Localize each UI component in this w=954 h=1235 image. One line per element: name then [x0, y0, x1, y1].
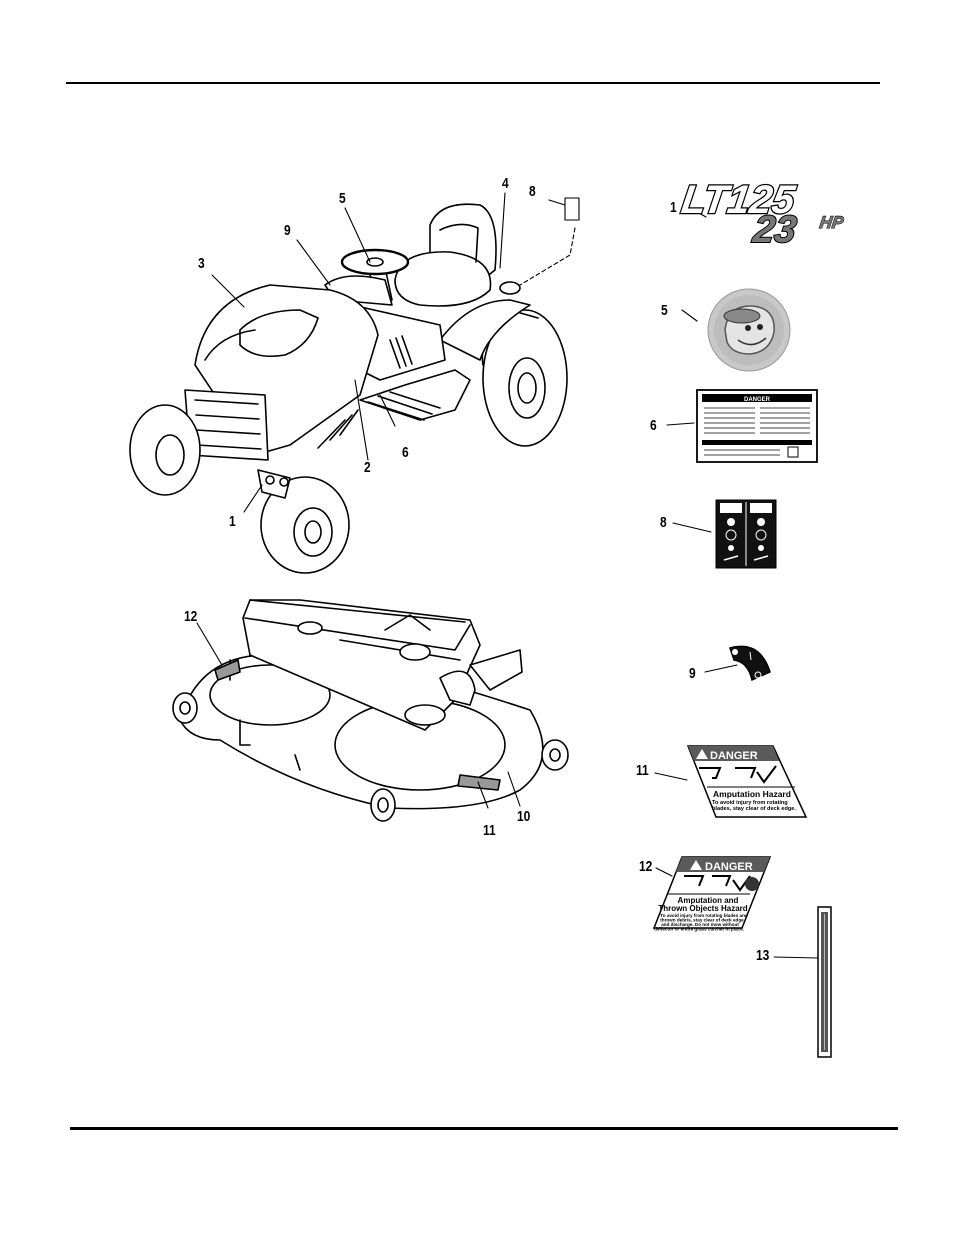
callout-decal-13: 13: [756, 947, 770, 964]
danger-12-title-2: Thrown Objects Hazard: [658, 904, 747, 913]
callout-decal-12: 12: [639, 858, 653, 875]
callout-decal-8: 8: [660, 514, 667, 531]
decal-leader-lines: [654, 207, 819, 959]
callout-deck-11: 11: [483, 822, 496, 839]
tractor-illustration: [129, 203, 568, 574]
callout-decal-11: 11: [636, 762, 649, 779]
decal-operation: [715, 499, 777, 569]
decal-throttle: [729, 645, 771, 682]
callout-decal-6: 6: [650, 417, 657, 434]
callout-tractor-5: 5: [339, 190, 346, 207]
decal-danger-thrown-objects: DANGER Amputation and Thrown Objects Haz…: [652, 856, 772, 932]
danger-12-body-1: To avoid injury from rotating blades and: [660, 913, 748, 918]
decal-strip: [817, 906, 832, 1058]
bottom-rule: [70, 1127, 898, 1130]
callout-deck-12: 12: [184, 608, 198, 625]
logo-hp-unit: HP: [818, 213, 845, 232]
danger-11-header: DANGER: [710, 750, 758, 762]
danger-12-body-3: and discharge. Do not mow without: [661, 922, 739, 927]
decal-model-logo: LT125 23 HP: [678, 176, 846, 252]
danger-11-body: To avoid injury from rotating blades, st…: [712, 800, 796, 813]
callout-decal-1: 1: [670, 199, 677, 216]
danger-12-body-2: thrown debris, stay clear of deck edge: [660, 918, 744, 923]
callout-tractor-1: 1: [229, 513, 236, 530]
logo-hp-number: 23: [750, 208, 799, 251]
decal-danger-panel: DANGER: [696, 389, 818, 463]
callout-tractor-2: 2: [364, 459, 371, 476]
callout-tractor-8: 8: [529, 183, 536, 200]
callout-tractor-3: 3: [198, 255, 205, 272]
callout-decal-5: 5: [661, 302, 668, 319]
callout-deck-10: 10: [517, 808, 531, 825]
decal-danger-amputation: DANGER Amputation Hazard To avoid injury…: [686, 745, 808, 818]
logo-model-text: LT125: [679, 177, 799, 222]
danger-12-body-4: deflector or entire grass catcher in pla…: [654, 927, 744, 932]
deck-leader-lines: [196, 622, 521, 809]
callout-tractor-9: 9: [284, 222, 291, 239]
callout-decal-9: 9: [689, 665, 696, 682]
top-rule: [66, 82, 880, 84]
danger-12-header: DANGER: [705, 861, 753, 873]
danger-11-title: Amputation Hazard: [713, 789, 791, 799]
decal-steering-emblem: [707, 288, 791, 372]
callout-tractor-6: 6: [402, 444, 409, 461]
callout-tractor-4: 4: [502, 175, 509, 192]
danger-12-title-1: Amputation and: [678, 896, 739, 905]
mower-deck-illustration: [172, 599, 569, 822]
danger-6-header: DANGER: [744, 397, 771, 403]
tractor-leader-lines: [211, 192, 580, 513]
